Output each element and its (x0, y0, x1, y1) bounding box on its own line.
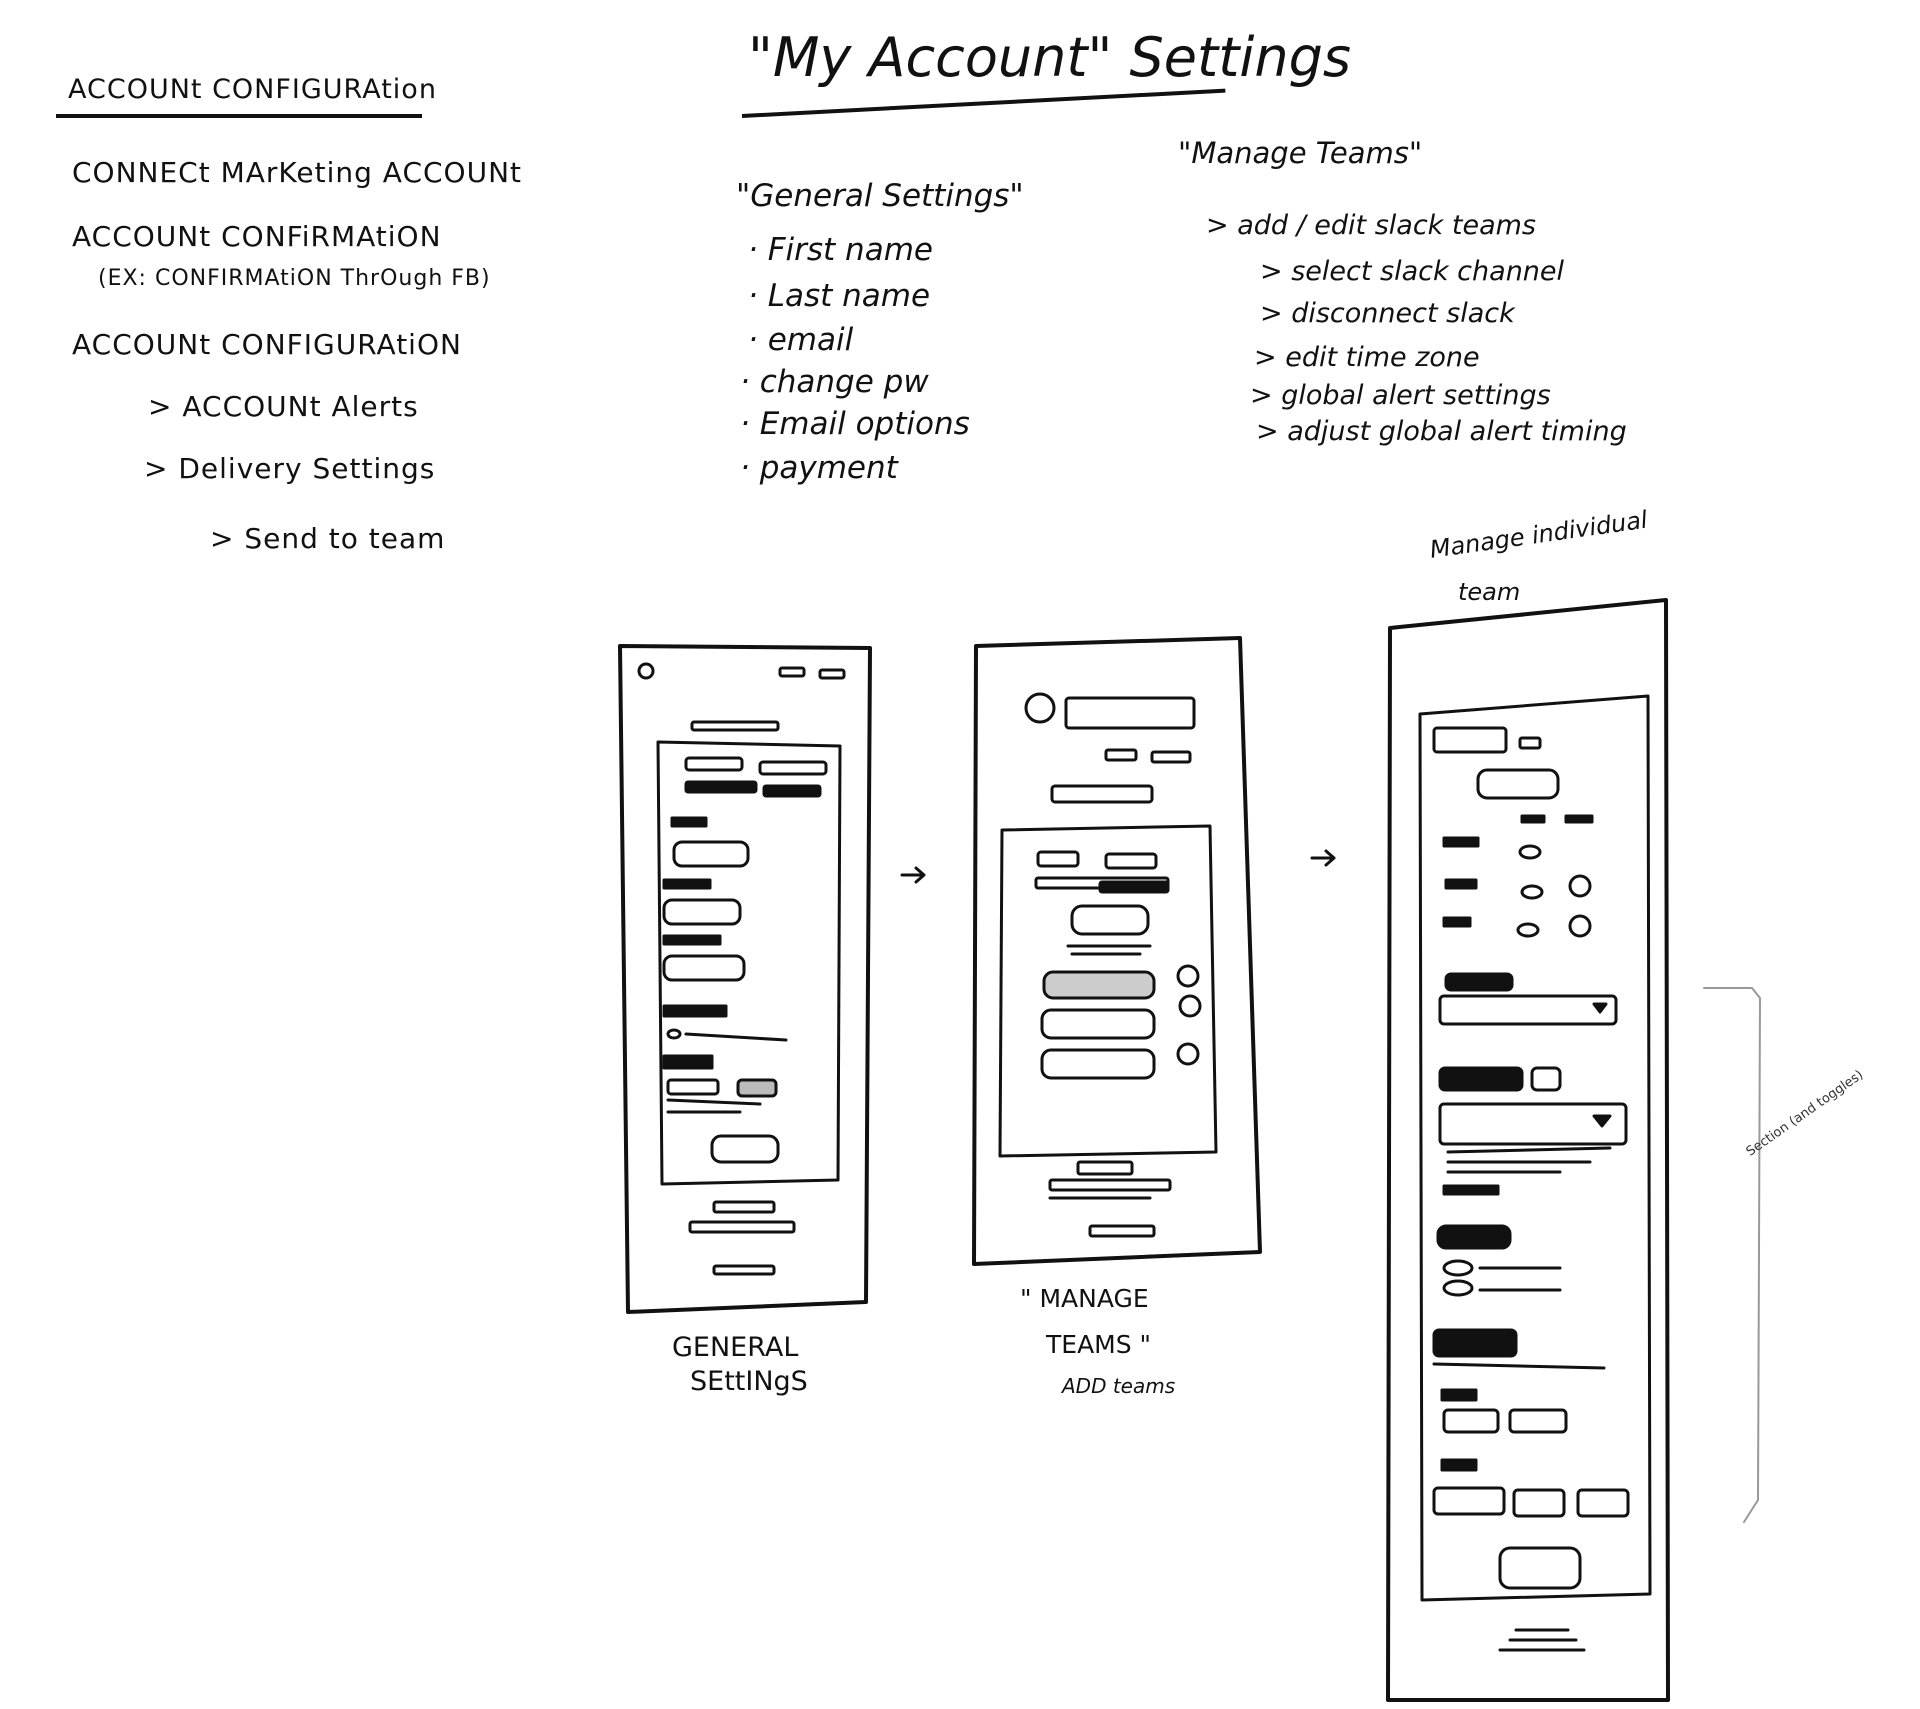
manage-teams-caption-add-teams: ADD teams (1062, 1374, 1176, 1398)
wireframe-general-settings (618, 644, 872, 1314)
manage-item-edit-timezone: > edit time zone (1254, 342, 1480, 373)
manage-teams-caption-line2: TEAMS " (1046, 1330, 1152, 1359)
manage-item-disconnect-slack: > disconnect slack (1260, 298, 1515, 329)
manage-item-select-channel: > select slack channel (1260, 256, 1565, 287)
wireframe-manage-teams (972, 636, 1262, 1266)
manage-item-add-edit-teams: > add / edit slack teams (1206, 210, 1536, 241)
wireframe-manage-individual-team (1386, 598, 1670, 1702)
manage-item-global-alert-settings: > global alert settings (1250, 380, 1551, 411)
title-underline (56, 114, 422, 118)
config-item-connect-marketing: CONNECt MArKeting ACCOUNt (72, 156, 523, 189)
general-item-last-name: · Last name (748, 278, 931, 314)
config-item-confirmation-example: (EX: CONFIRMAtiON ThrOugh FB) (98, 266, 491, 291)
config-subitem-account-alerts: > ACCOUNt Alerts (148, 390, 419, 423)
general-item-change-pw: · change pw (740, 364, 929, 400)
my-account-settings-title: "My Account" Settings (748, 26, 1352, 89)
config-item-account-configuration: ACCOUNt CONFIGURAtiON (72, 328, 462, 361)
general-item-first-name: · First name (748, 232, 933, 268)
manage-item-adjust-alert-timing: > adjust global alert timing (1256, 416, 1627, 447)
config-subitem-delivery-settings: > Delivery Settings (144, 452, 436, 485)
config-item-account-confirmation: ACCOUNt CONFiRMAtiON (72, 220, 442, 253)
manage-individual-team-caption-line2: team (1458, 578, 1521, 606)
manage-teams-heading: "Manage Teams" (1178, 136, 1423, 170)
general-settings-caption-line2: SEttINgS (690, 1366, 808, 1397)
config-subitem-send-to-team: > Send to team (210, 522, 446, 555)
manage-teams-caption-line1: " MANAGE (1020, 1284, 1149, 1313)
general-item-payment: · payment (740, 450, 898, 486)
general-settings-heading: "General Settings" (736, 178, 1024, 214)
general-settings-caption-line1: GENERAL (672, 1332, 799, 1363)
general-item-email-options: · Email options (740, 406, 970, 442)
general-item-email: · email (748, 322, 854, 358)
account-configuration-title: ACCOUNt CONFIGURAtion (68, 74, 437, 105)
